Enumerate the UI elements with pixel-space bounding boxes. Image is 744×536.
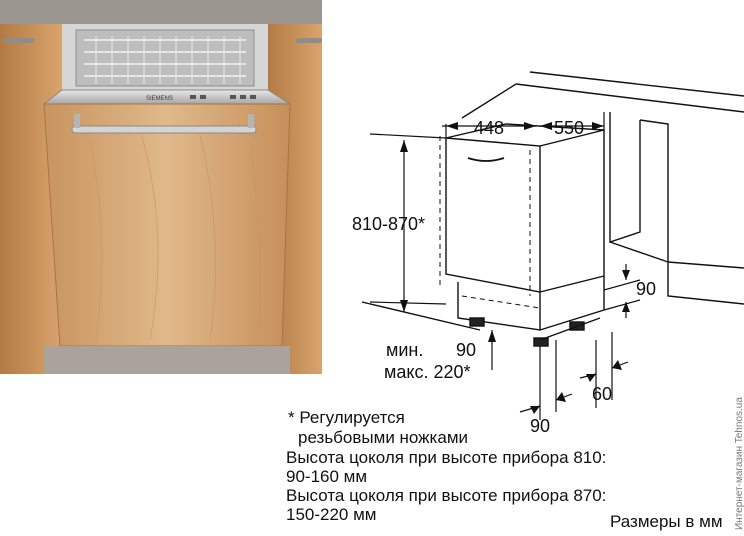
- max-label: макс. 220*: [384, 362, 471, 382]
- plinth-recess-dimension: 60: [592, 384, 613, 404]
- adjust-note-line1: * Регулируется: [288, 408, 405, 427]
- door-handle: [71, 125, 257, 134]
- plinth-810-line2: 90-160 мм: [286, 467, 368, 486]
- min-label: мин.: [386, 340, 424, 360]
- plinth-870-line1: Высота цоколя при высоте прибора 870:: [286, 486, 607, 505]
- plinth-870-line2: 150-220 мм: [286, 505, 377, 524]
- dishwasher-photo: SIEMENS: [0, 0, 322, 374]
- adjust-note-line2: резьбовыми ножками: [298, 428, 469, 447]
- plinth-top-dimension: 90: [636, 279, 657, 299]
- height-dimension: 810-870*: [352, 214, 426, 234]
- dimension-drawing: [361, 71, 744, 420]
- brand-label: SIEMENS: [146, 96, 173, 102]
- plinth-bottom-dimension: 90: [530, 416, 551, 436]
- depth-dimension: 550: [554, 118, 585, 138]
- min-value: 90: [456, 340, 477, 360]
- units-note: Размеры в мм: [610, 512, 723, 531]
- store-watermark: Интернет-магазин Tehnos.ua: [734, 397, 744, 530]
- dishwasher-door: [43, 103, 291, 347]
- plinth-810-line1: Высота цоколя при высоте прибора 810:: [286, 448, 607, 467]
- width-dimension: 448: [474, 118, 505, 138]
